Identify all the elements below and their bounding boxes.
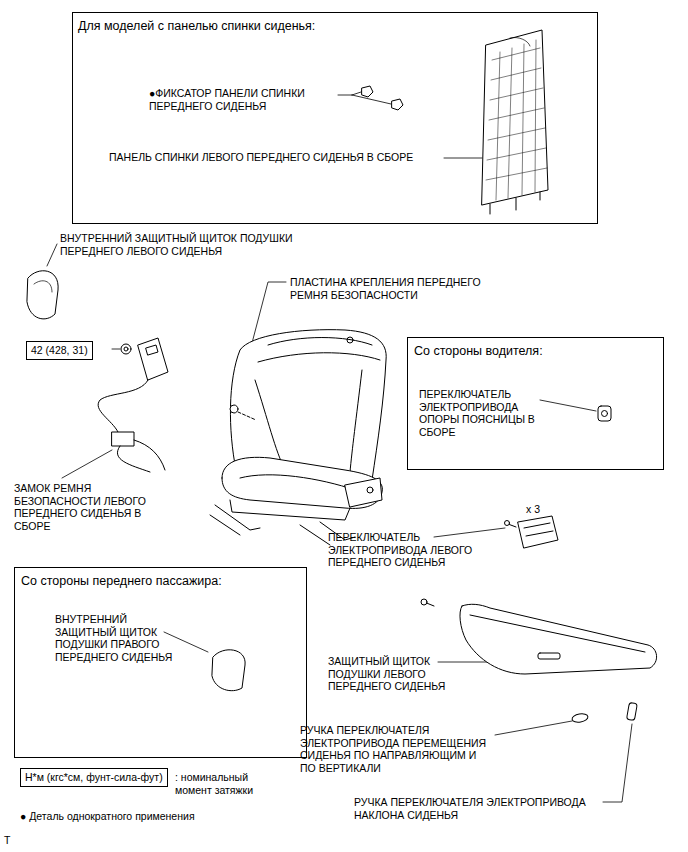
part-label: РУЧКА ПЕРЕКЛЮЧАТЕЛЯ ЭЛЕКТРОПРИВОДА ПЕРЕМ… xyxy=(300,724,490,774)
front-seat-part xyxy=(240,475,355,490)
part-label: ПАНЕЛЬ СПИНКИ ЛЕВОГО ПЕРЕДНЕГО СИДЕНЬЯ В… xyxy=(109,151,454,164)
legend-note: : номинальный момент затяжки xyxy=(175,771,270,796)
front-seat-part xyxy=(258,353,380,362)
torque-legend-box: Н*м (кгс*см, фунт-сила-фут): номинальный… xyxy=(20,768,168,787)
quantity-note: x 3 xyxy=(526,503,540,516)
seat-belt-buckle-part xyxy=(98,380,148,432)
nut-part xyxy=(121,344,131,354)
panel-clips-part xyxy=(362,86,373,97)
seat-back-panel-part xyxy=(486,48,547,180)
part-label: ПЕРЕКЛЮЧАТЕЛЬ ЭЛЕКТРОПРИВОДА ОПОРЫ ПОЯСН… xyxy=(419,388,554,438)
seat-belt-buckle-part xyxy=(112,432,134,446)
slide-knob xyxy=(571,713,588,724)
seat-switch xyxy=(505,516,559,548)
panel-clips-part xyxy=(392,99,403,110)
part-label: ВНУТРЕННИЙ ЗАЩИТНЫЙ ЩИТОК ПОДУШКИ ПРАВОГ… xyxy=(55,613,185,663)
seat-belt-buckle-part xyxy=(117,446,150,472)
part-label: ЗАЩИТНЫЙ ЩИТОК ПОДУШКИ ЛЕВОГО ПЕРЕДНЕГО … xyxy=(328,655,458,693)
recline-knob-part xyxy=(626,702,637,720)
cushion-shield-part xyxy=(538,653,560,659)
cushion-shield-part xyxy=(460,604,657,674)
front-seat-part xyxy=(255,380,285,470)
inner-shield-left xyxy=(27,271,58,319)
leader-lines-part xyxy=(495,721,572,735)
seat-switch-part xyxy=(524,523,553,536)
legend-unit: Н*м (кгс*см, фунт-сила-фут) xyxy=(25,771,163,784)
panel-clips xyxy=(362,86,403,110)
slide-knob-part xyxy=(571,713,588,724)
seat-belt-buckle-part xyxy=(146,345,158,355)
cushion-shield-part xyxy=(470,615,645,652)
seat-switch-part xyxy=(518,516,558,548)
lumbar-switch-part xyxy=(598,406,611,421)
front-seat-part xyxy=(230,500,350,520)
front-seat-part xyxy=(345,478,382,507)
box-heading: Для моделей с панелью спинки сиденья: xyxy=(78,19,315,33)
box-heading: Со стороны переднего пассажира: xyxy=(21,574,222,588)
nut-part xyxy=(124,347,128,351)
part-label: ВНУТРЕННИЙ ЗАЩИТНЫЙ ЩИТОК ПОДУШКИ ПЕРЕДН… xyxy=(60,232,340,257)
seat-belt-buckle-part xyxy=(138,338,168,380)
front-seat-part xyxy=(367,487,373,493)
lumbar-switch xyxy=(598,406,611,421)
front-seat xyxy=(210,330,386,545)
part-label: ЗАМОК РЕМНЯ БЕЗОПАСНОСТИ ЛЕВОГО ПЕРЕДНЕГ… xyxy=(14,482,159,532)
leader-lines-part xyxy=(47,244,57,266)
seat-back-panel-part xyxy=(482,30,548,205)
box-heading: Со стороны водителя: xyxy=(414,344,543,358)
seat-back-panel-part xyxy=(496,40,536,200)
inner-shield-left-part xyxy=(27,271,58,319)
seat-belt-buckle xyxy=(98,338,168,472)
variant-box: Со стороны переднего пассажира: ВНУТРЕННИ… xyxy=(14,567,307,758)
seat-back-panel xyxy=(482,30,548,214)
nut xyxy=(121,344,131,354)
cushion-shield-part xyxy=(421,599,427,605)
leader-lines-part xyxy=(444,158,482,159)
variant-box: Со стороны водителя: ПЕРЕКЛЮЧАТЕЛЬ ЭЛЕКТР… xyxy=(407,337,664,470)
footnote: ● Деталь однократного применения xyxy=(20,810,195,823)
leader-lines xyxy=(47,92,632,802)
leader-lines-part xyxy=(62,450,112,478)
torque-value: 42 (428, 31) xyxy=(31,344,88,357)
inner-shield-right xyxy=(212,650,245,691)
front-seat-part xyxy=(230,405,238,413)
seat-switch-part xyxy=(505,521,510,526)
part-label: ПЛАСТИНА КРЕПЛЕНИЯ ПЕРЕДНЕГО РЕМНЯ БЕЗОП… xyxy=(290,276,512,301)
recline-knob xyxy=(626,702,637,720)
front-seat-part xyxy=(347,337,353,343)
inner-shield-left-part xyxy=(34,281,52,292)
seat-back-panel-part xyxy=(490,192,540,214)
front-seat-part xyxy=(238,412,256,420)
leader-lines-part xyxy=(434,528,505,537)
torque-box: 42 (428, 31) xyxy=(26,341,93,360)
front-seat-part xyxy=(350,370,362,472)
part-label: ПЕРЕКЛЮЧАТЕЛЬ ЭЛЕКТРОПРИВОДА ЛЕВОГО ПЕРЕ… xyxy=(328,531,490,569)
leader-lines-part xyxy=(164,632,208,652)
front-seat-part xyxy=(268,338,372,346)
figure-code: T xyxy=(4,834,10,847)
seat-back-panel-part xyxy=(510,37,530,46)
seat-belt-buckle-part xyxy=(134,440,165,470)
front-seat-part xyxy=(222,457,382,508)
cushion-shield xyxy=(421,599,657,674)
leader-lines-part xyxy=(112,349,120,350)
leader-lines-part xyxy=(540,400,596,411)
inner-shield-right-part xyxy=(212,650,245,691)
part-label: РУЧКА ПЕРЕКЛЮЧАТЕЛЯ ЭЛЕКТРОПРИВОДА НАКЛО… xyxy=(354,796,616,821)
lumbar-switch-part xyxy=(602,411,608,417)
leader-lines-part xyxy=(603,724,632,802)
part-label: ●ФИКСАТОР ПАНЕЛИ СПИНКИ ПЕРЕДНЕГО СИДЕНЬ… xyxy=(149,87,339,112)
variant-box: Для моделей с панелью спинки сиденья: ●ФИ… xyxy=(72,12,598,224)
leader-lines-part xyxy=(338,92,391,104)
